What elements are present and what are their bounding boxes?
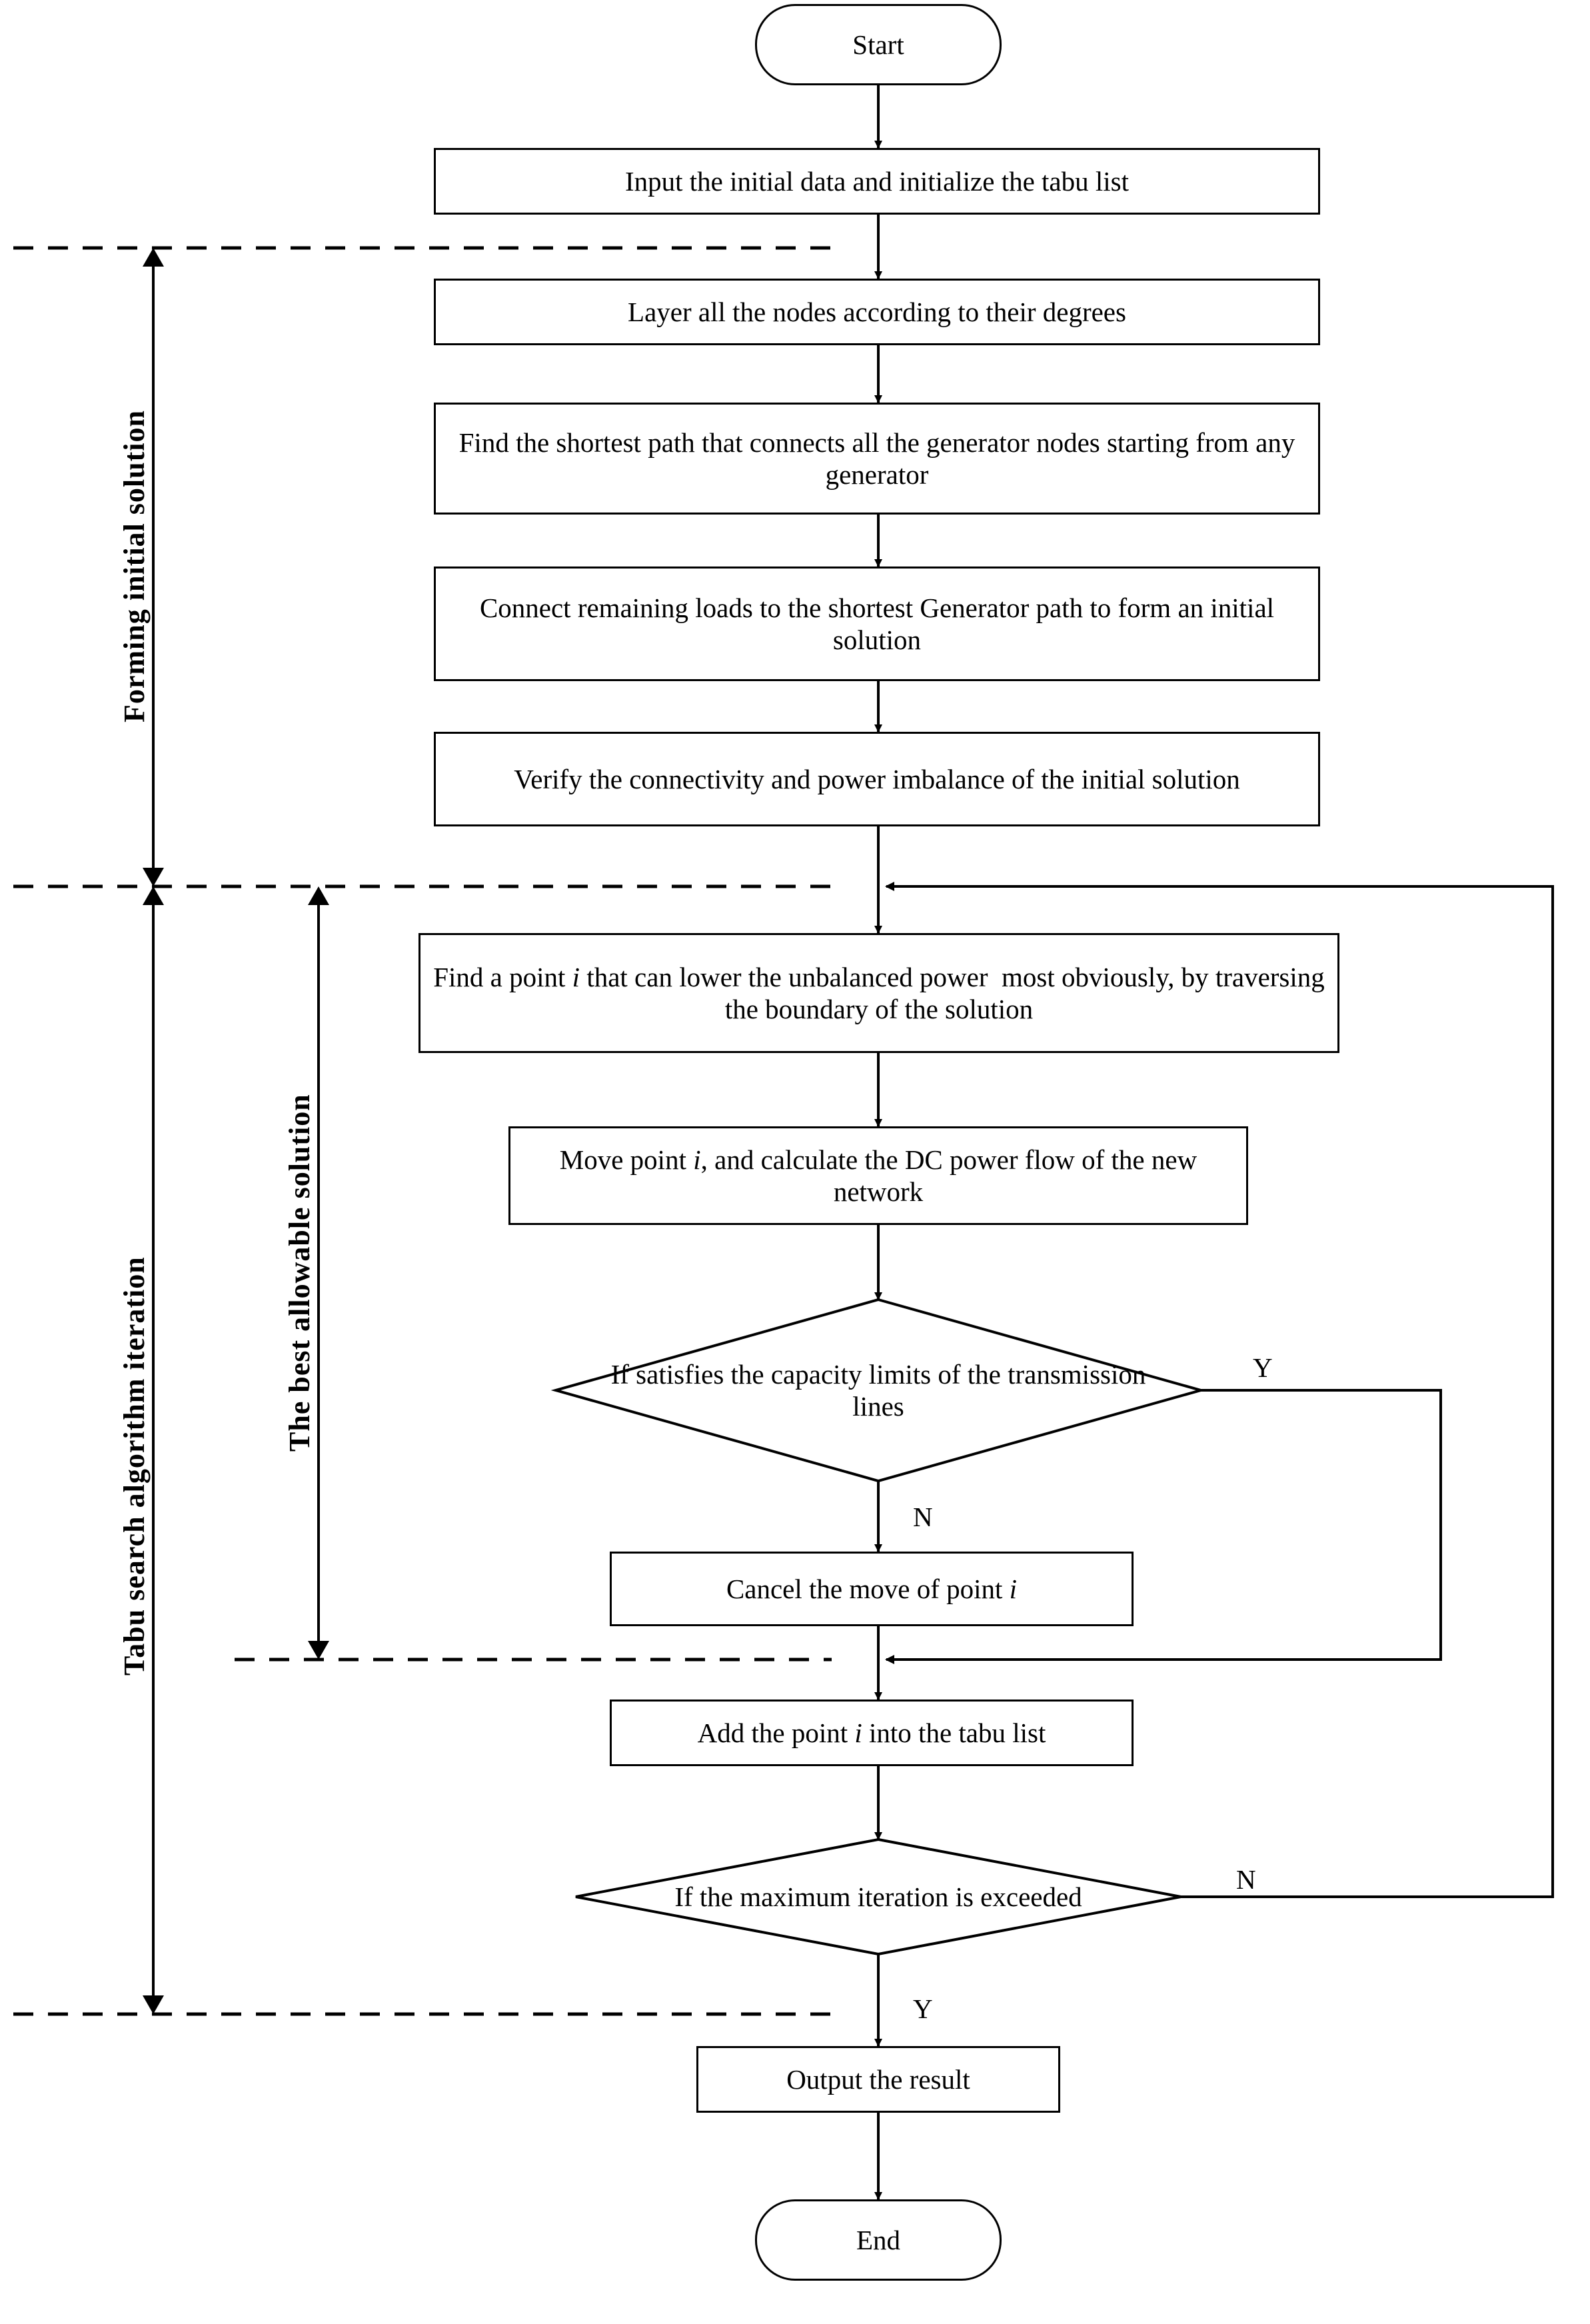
node-connect-loads: Connect remaining loads to the shortest … — [434, 567, 1320, 681]
node-decision-capacity: If satisfies the capacity limits of the … — [589, 1300, 1168, 1481]
node-shortest-path: Find the shortest path that connects all… — [434, 403, 1320, 515]
node-end: End — [755, 2199, 1002, 2281]
node-layer-nodes-label: Layer all the nodes according to their d… — [628, 296, 1126, 327]
edge-label-iteration-yes: Y — [913, 1993, 933, 2024]
node-connect-loads-label: Connect remaining loads to the shortest … — [479, 592, 1275, 655]
node-decision-iteration: If the maximum iteration is exceeded — [609, 1839, 1148, 1954]
node-find-point-label: Find a point i that can lower the unbala… — [433, 961, 1325, 1024]
edge-label-iteration-no: N — [1236, 1864, 1256, 1895]
side-label-forming: Forming initial solution — [118, 410, 151, 723]
node-input-data-label: Input the initial data and initialize th… — [624, 165, 1130, 197]
node-cancel-move-label: Cancel the move of point i — [726, 1573, 1018, 1604]
node-verify-label: Verify the connectivity and power imbala… — [514, 763, 1240, 794]
node-start-label: Start — [852, 29, 904, 60]
node-move-point: Move point i, and calculate the DC power… — [508, 1126, 1248, 1225]
node-layer-nodes: Layer all the nodes according to their d… — [434, 279, 1320, 345]
node-move-point-label: Move point i, and calculate the DC power… — [559, 1144, 1197, 1207]
node-cancel-move: Cancel the move of point i — [610, 1552, 1134, 1626]
side-label-tabu-iteration: Tabu search algorithm iteration — [118, 1256, 151, 1676]
edge-label-capacity-yes: Y — [1253, 1352, 1273, 1383]
edge-label-capacity-no: N — [913, 1502, 933, 1532]
node-end-label: End — [856, 2224, 901, 2255]
node-output-label: Output the result — [786, 2063, 970, 2095]
node-shortest-path-label: Find the shortest path that connects all… — [458, 427, 1295, 490]
node-verify: Verify the connectivity and power imbala… — [434, 732, 1320, 826]
node-find-point: Find a point i that can lower the unbala… — [418, 933, 1339, 1053]
side-label-best-allowable: The best allowable solution — [283, 1094, 316, 1452]
node-output: Output the result — [696, 2046, 1060, 2113]
node-start: Start — [755, 4, 1002, 85]
node-decision-iteration-label: If the maximum iteration is exceeded — [674, 1881, 1082, 1912]
node-input-data: Input the initial data and initialize th… — [434, 148, 1320, 215]
node-add-tabu: Add the point i into the tabu list — [610, 1700, 1134, 1766]
node-add-tabu-label: Add the point i into the tabu list — [697, 1717, 1046, 1748]
node-decision-capacity-label: If satisfies the capacity limits of the … — [610, 1358, 1146, 1422]
